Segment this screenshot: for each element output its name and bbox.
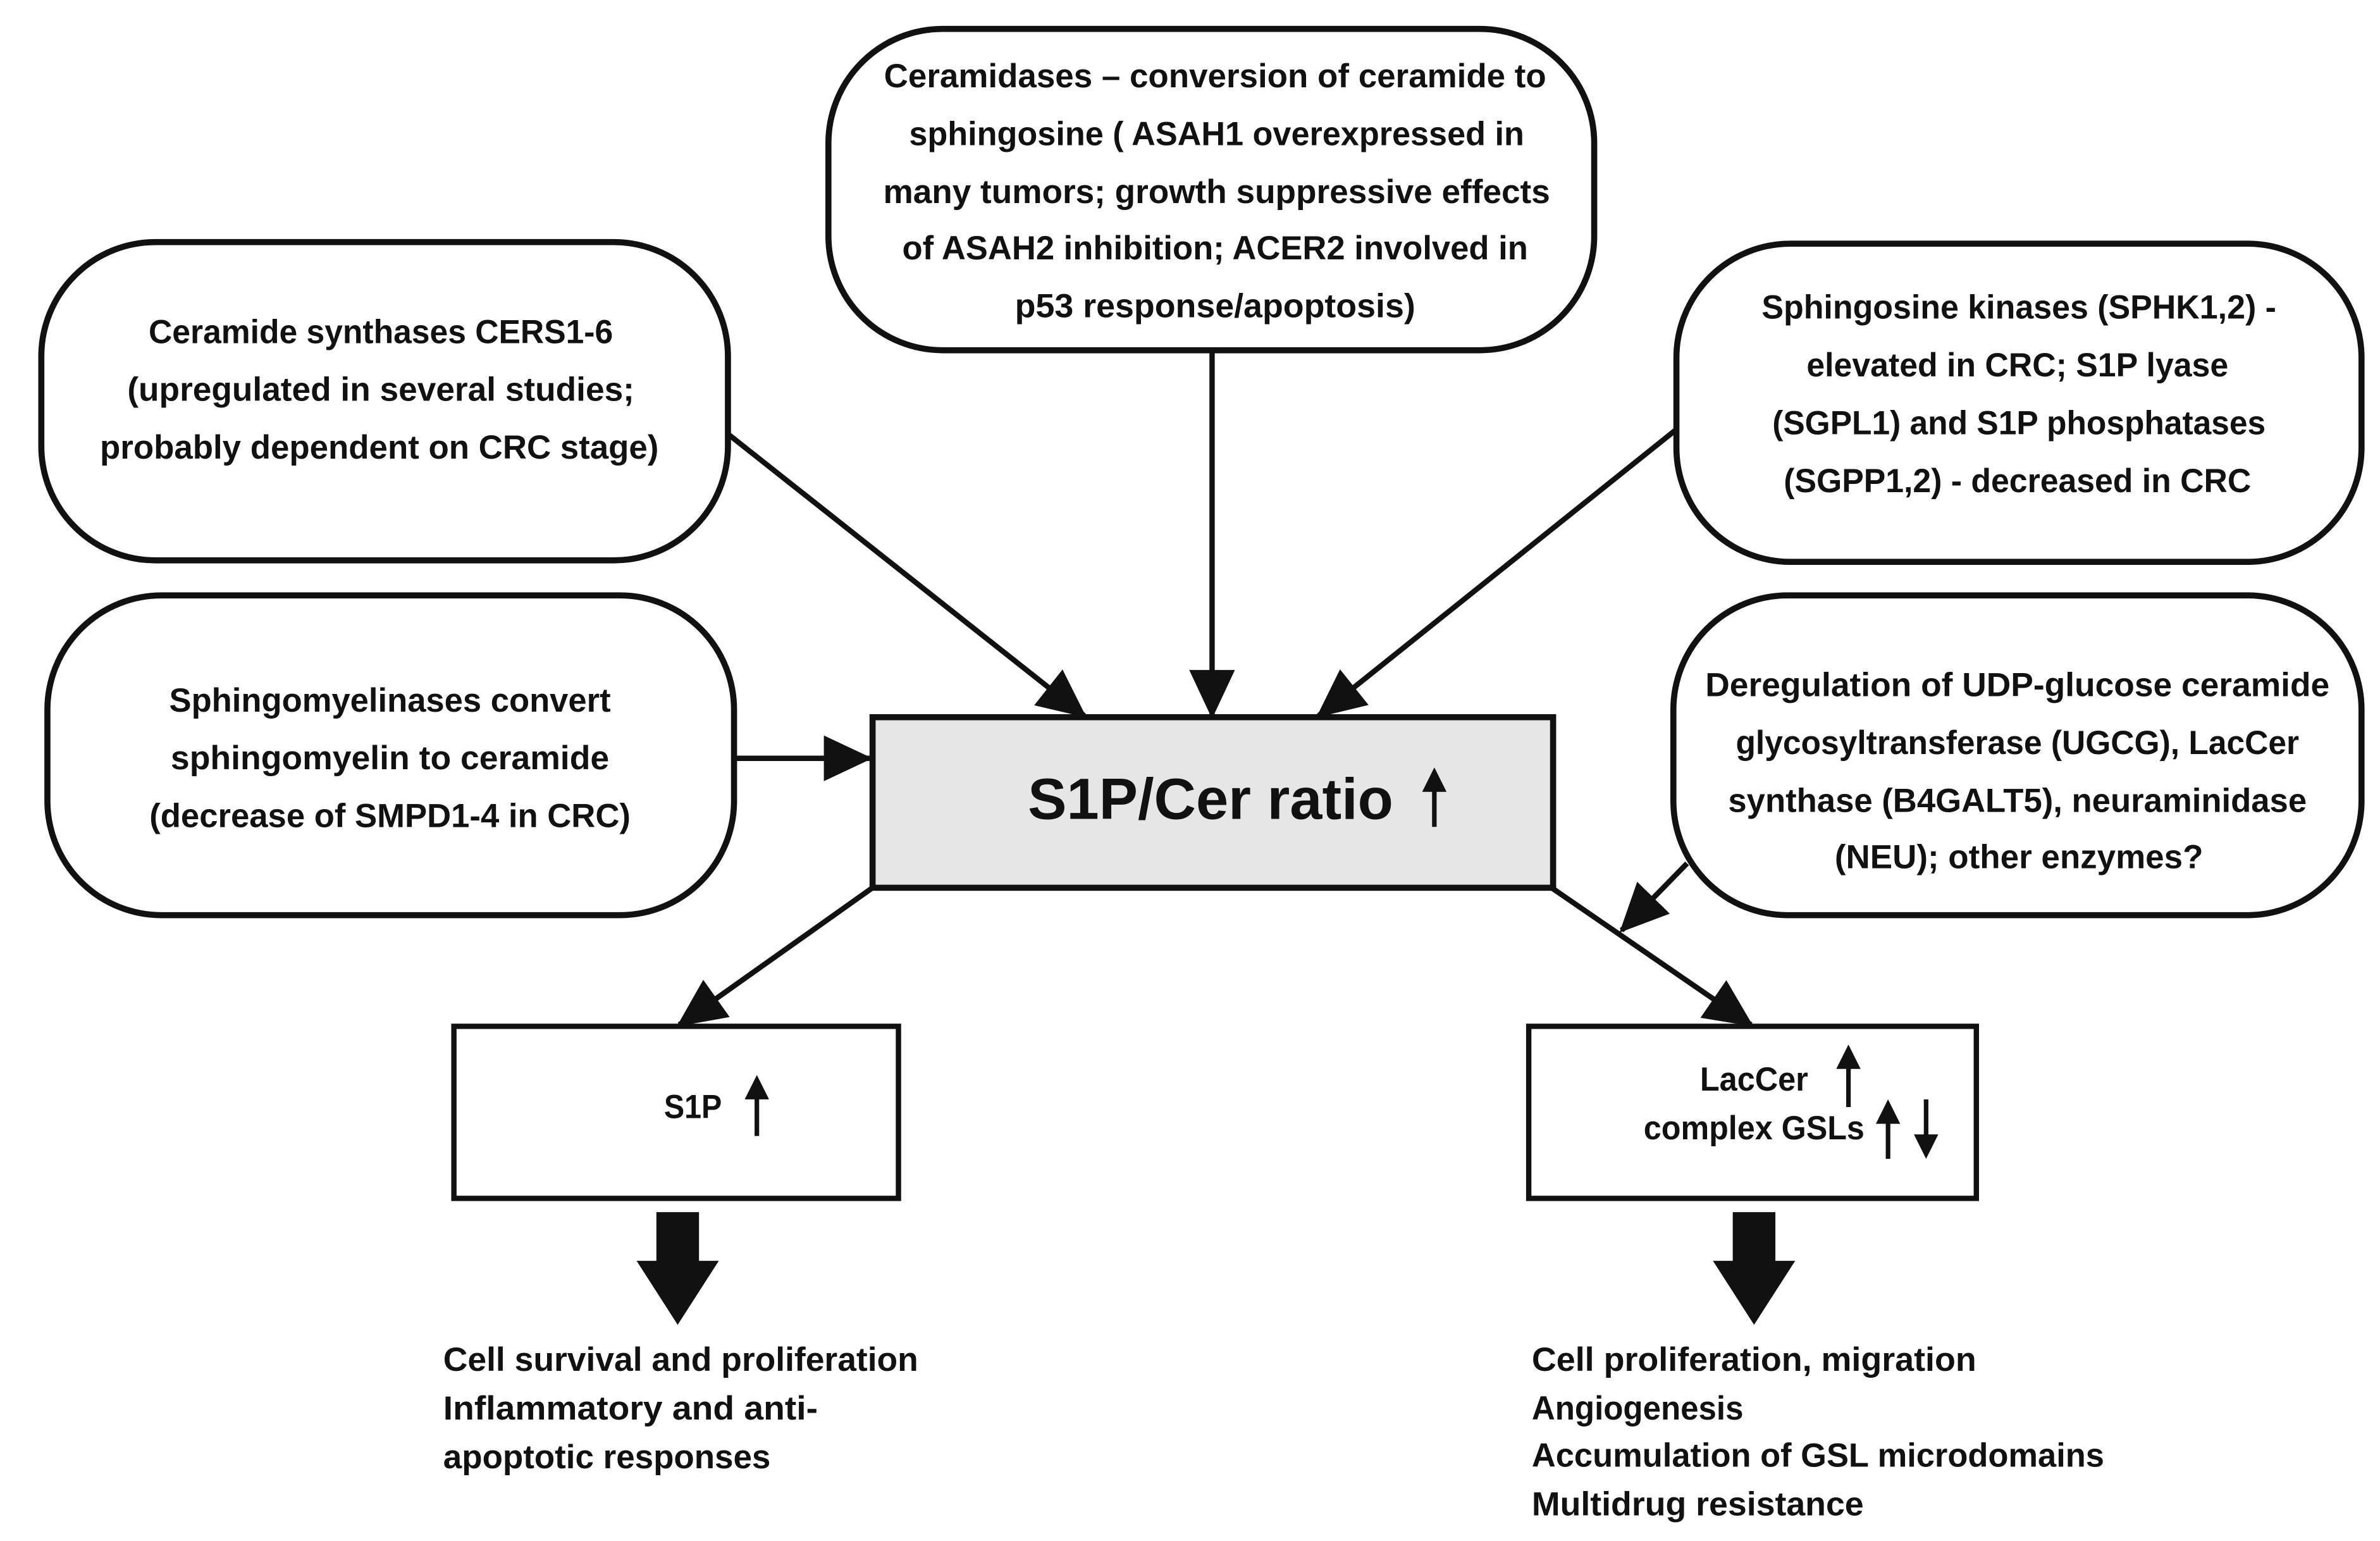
glycosphingolipids-effect-line: Angiogenesis: [1532, 1390, 1744, 1427]
glycosphingolipids-effect-line: Multidrug resistance: [1532, 1486, 1864, 1523]
glycosphingolipids-box-frame: [1526, 1024, 1979, 1201]
gsl-enzymes-box: Deregulation of UDP-glucose ceramide gly…: [1670, 592, 2365, 919]
glycosphingolipids-box: LacCer complex GSLs: [1526, 1024, 1979, 1201]
ceramide-synthases-text-line: probably dependent on CRC stage): [100, 429, 658, 466]
ceramide-synthases-box: Ceramide synthases CERS1-6 (upregulated …: [38, 238, 731, 564]
ceramidases-text-line: p53 response/apoptosis): [1015, 287, 1415, 325]
sphingomyelinases-text-line: Sphingomyelinases convert: [170, 682, 611, 719]
ceramidases-box-frame: [825, 25, 1598, 354]
s1p-box-frame: [451, 1024, 901, 1201]
s1p-effect-line: apoptotic responses: [443, 1439, 771, 1476]
sphingomyelinases-box-frame: [44, 592, 737, 919]
connector-arrows: [676, 350, 1754, 1027]
sphingomyelinases-text-line: sphingomyelin to ceramide: [171, 740, 609, 777]
s1p-cer-ratio-label: S1P/Cer ratio: [1028, 767, 1393, 832]
sphingosine-kinases-text-line: elevated in CRC; S1P lyase: [1806, 347, 2228, 384]
s1p-box: S1P: [451, 1024, 901, 1201]
sphingosine-kinases-text-line: Sphingosine kinases (SPHK1,2) -: [1761, 289, 2276, 326]
s1p-effects: Cell survival and proliferation Inflamma…: [443, 1341, 918, 1476]
gsl-enzymes-text-line: synthase (B4GALT5), neuraminidase: [1728, 783, 2307, 820]
ceramidases-text-line: sphingosine ( ASAH1 overexpressed in: [909, 115, 1524, 152]
arrow-ratio-to-s1p: [676, 885, 875, 1027]
laccer-label: LacCer: [1700, 1061, 1808, 1098]
s1p-effect-line: Inflammatory and anti-: [443, 1390, 818, 1427]
ceramidases-text-line: many tumors; growth suppressive effects: [883, 173, 1550, 211]
ceramide-synthases-text-line: Ceramide synthases CERS1-6: [149, 313, 613, 350]
gsl-enzymes-box-frame: [1670, 592, 2365, 919]
gsl-enzymes-text-line: glycosyltransferase (UGCG), LacCer: [1736, 724, 2299, 762]
up-arrow-icon: [1836, 1044, 1861, 1107]
glycosphingolipids-effect-line: Accumulation of GSL microdomains: [1532, 1437, 2104, 1475]
up-arrow-icon: [744, 1075, 769, 1136]
sphingomyelinases-text-line: (decrease of SMPD1-4 in CRC): [149, 798, 631, 835]
up-arrow-icon: [1875, 1099, 1901, 1159]
arrow-gsl-enzymes-to-gsl-branch: [1619, 861, 1689, 933]
arrow-ratio-to-glycosphingolipids: [1550, 885, 1754, 1027]
s1p-cer-ratio-box: S1P/Cer ratio: [869, 714, 1557, 891]
sphingosine-kinases-text-line: (SGPL1) and S1P phosphatases: [1772, 405, 2266, 442]
ceramidases-text-line: Ceramidases – conversion of ceramide to: [884, 58, 1546, 95]
s1p-cer-ratio-box-frame: [869, 714, 1557, 891]
ceramidases-box: Ceramidases – conversion of ceramide to …: [825, 25, 1598, 354]
down-arrow-icon: [1914, 1099, 1939, 1159]
arrow-ceramide-synthases-to-ratio: [726, 431, 1087, 718]
gsl-enzymes-text-line: (NEU); other enzymes?: [1835, 839, 2204, 876]
sphingomyelinases-box: Sphingomyelinases convert sphingomyelin …: [44, 592, 737, 919]
glycosphingolipids-effect-line: Cell proliferation, migration: [1532, 1341, 1976, 1378]
gsl-enzymes-text-line: Deregulation of UDP-glucose ceramide: [1705, 667, 2329, 704]
ceramide-synthases-text-line: (upregulated in several studies;: [127, 371, 634, 409]
s1p-effects-block-arrow: [636, 1212, 719, 1325]
up-arrow-icon: [1422, 767, 1447, 827]
sphingosine-kinases-text-line: (SGPP1,2) - decreased in CRC: [1784, 462, 2251, 500]
glycosphingolipids-effects-block-arrow: [1713, 1212, 1796, 1325]
sphingosine-kinases-box-frame: [1673, 240, 2365, 566]
s1p-effect-line: Cell survival and proliferation: [443, 1341, 918, 1378]
complex-gsls-label: complex GSLs: [1644, 1110, 1865, 1147]
ceramide-synthases-box-frame: [38, 238, 731, 564]
sphingosine-kinases-box: Sphingosine kinases (SPHK1,2) - elevated…: [1673, 240, 2365, 566]
glycosphingolipids-effects: Cell proliferation, migration Angiogenes…: [1532, 1341, 2104, 1523]
arrow-sphingosine-kinases-to-ratio: [1316, 427, 1679, 718]
s1p-label: S1P: [664, 1088, 722, 1125]
ceramidases-text-line: of ASAH2 inhibition; ACER2 involved in: [903, 230, 1528, 267]
